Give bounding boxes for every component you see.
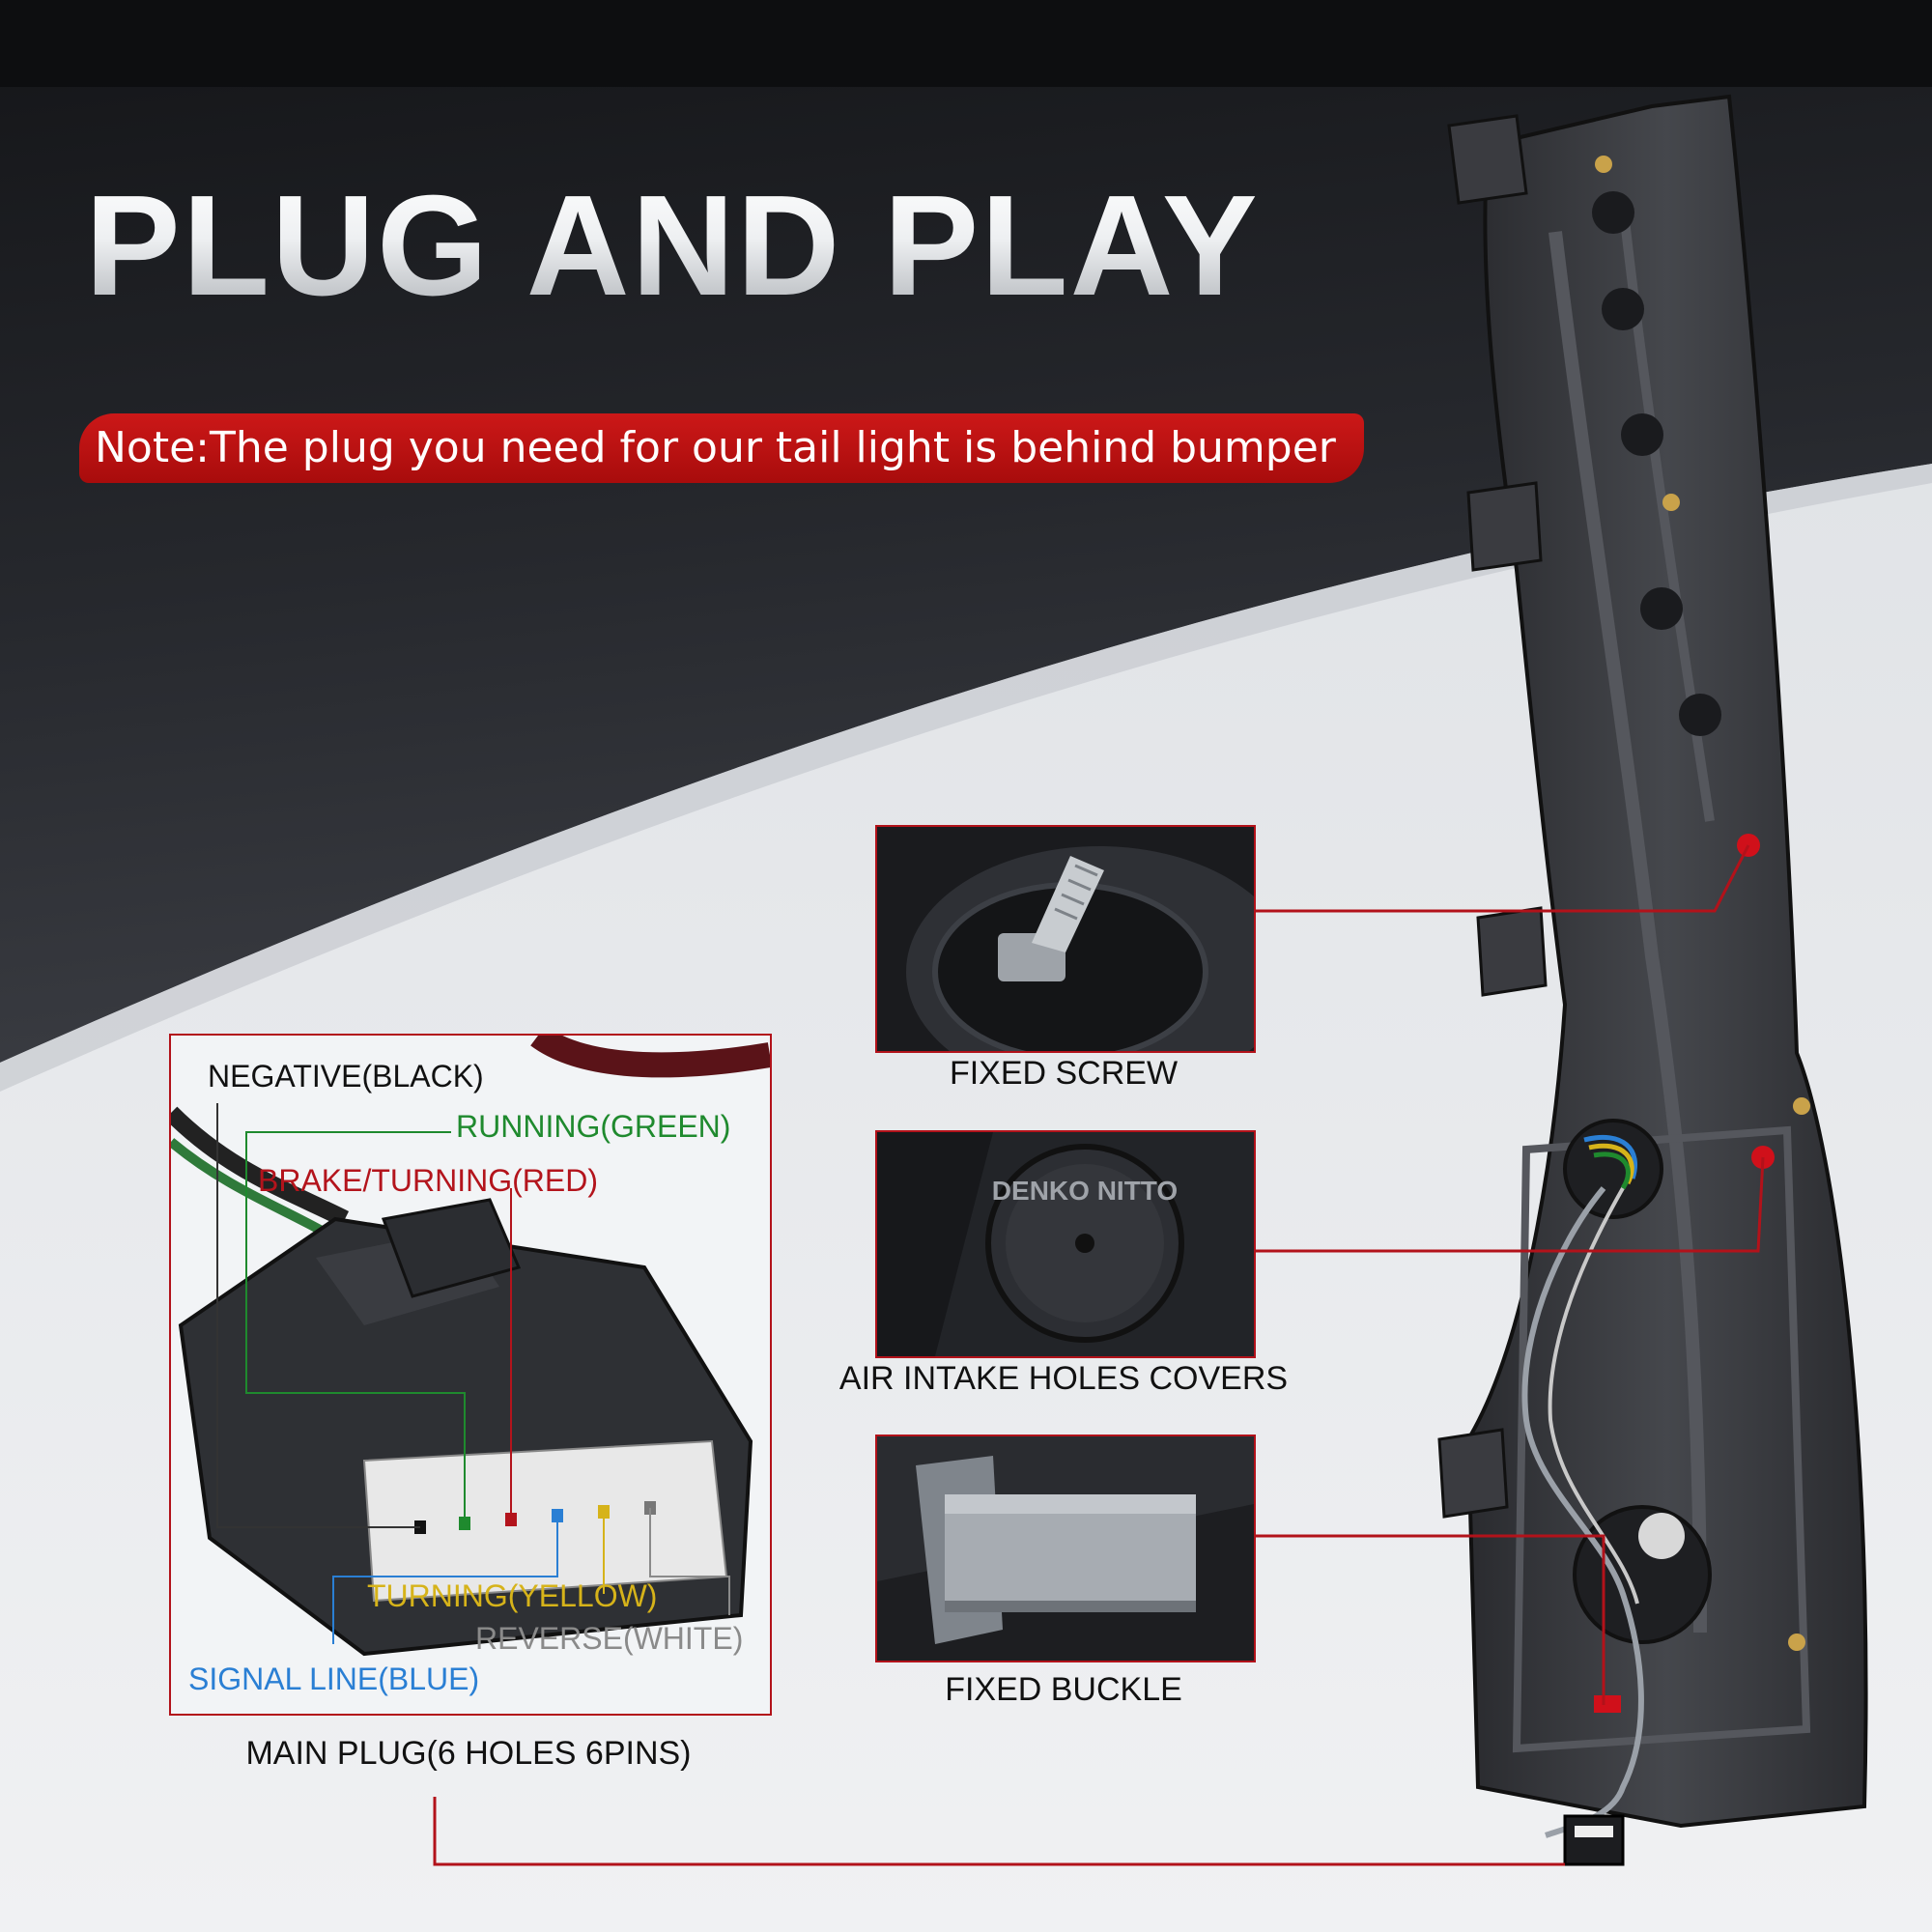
main-plug-caption: MAIN PLUG(6 HOLES 6PINS) bbox=[245, 1735, 692, 1772]
pin-label-negative: NEGATIVE(BLACK) bbox=[208, 1059, 484, 1094]
fixed-screw-photo bbox=[875, 825, 1256, 1053]
fixed-buckle-photo bbox=[875, 1435, 1256, 1662]
pin-label-turning: TURNING(YELLOW) bbox=[367, 1578, 658, 1613]
note-banner: Note:The plug you need for our tail ligh… bbox=[79, 413, 1364, 483]
plug-connector-illustration bbox=[171, 1036, 770, 1657]
connector-icon bbox=[1563, 1835, 1611, 1884]
fixed-buckle-caption: FIXED BUCKLE bbox=[945, 1671, 1182, 1708]
main-plug-pinout: NEGATIVE(BLACK) RUNNING(GREEN) BRAKE/TUR… bbox=[169, 1034, 772, 1716]
pin-label-brake-turning: BRAKE/TURNING(RED) bbox=[258, 1163, 599, 1198]
pin-label-signal: SIGNAL LINE(BLUE) bbox=[188, 1662, 480, 1696]
air-intake-cover-caption: AIR INTAKE HOLES COVERS bbox=[838, 1360, 1289, 1397]
headline: PLUG AND PLAY bbox=[85, 164, 1260, 328]
fixed-screw-caption: FIXED SCREW bbox=[949, 1055, 1179, 1092]
tail-light-illustration bbox=[1437, 94, 1868, 1866]
cover-emboss-text: DENKO NITTO bbox=[992, 1176, 1178, 1206]
pin-label-running: RUNNING(GREEN) bbox=[456, 1109, 731, 1144]
pin-label-reverse: REVERSE(WHITE) bbox=[475, 1621, 744, 1656]
air-intake-cover-photo: DENKO NITTO bbox=[875, 1130, 1256, 1358]
